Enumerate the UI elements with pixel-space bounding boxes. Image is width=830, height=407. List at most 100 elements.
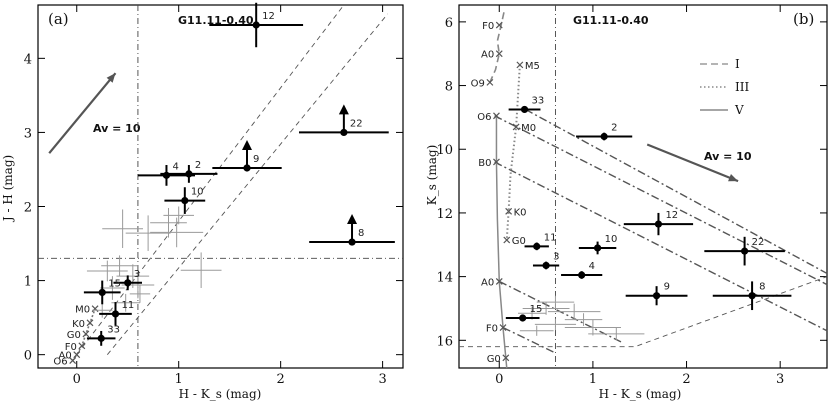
source-label-b-15: 15 bbox=[530, 304, 543, 315]
source-marker-b-33 bbox=[520, 105, 529, 114]
spectral-type-marker-b bbox=[499, 324, 507, 331]
y-tick-label-a: 3 bbox=[24, 126, 32, 141]
reddening-boundary-line-a-1 bbox=[106, 13, 389, 355]
y-tick-label-b: 6 bbox=[445, 16, 453, 31]
x-tick-label-a: 0 bbox=[73, 372, 81, 387]
source-label-b-22: 22 bbox=[752, 237, 765, 248]
source-marker-b-3 bbox=[542, 261, 550, 270]
legend-label-v: V bbox=[734, 103, 744, 117]
panel-a-ylabel: J - H (mag) bbox=[1, 155, 15, 223]
source-marker-b-11 bbox=[533, 242, 541, 250]
panel-a-frame bbox=[37, 4, 404, 369]
source-marker-a-3 bbox=[124, 279, 132, 287]
source-label-b-8: 8 bbox=[759, 282, 765, 293]
spectral-type-label-a: F0 bbox=[65, 342, 77, 353]
spectral-type-label-a: O6 bbox=[53, 357, 67, 368]
y-tick-label-b: 12 bbox=[436, 207, 453, 222]
spectral-type-label-a: G0 bbox=[67, 330, 81, 341]
spectral-type-marker-b bbox=[495, 21, 503, 29]
source-label-a-10: 10 bbox=[191, 187, 204, 198]
legend: I III V bbox=[700, 57, 749, 117]
spectral-type-label-b: M0 bbox=[521, 123, 536, 134]
spectral-type-marker-b bbox=[495, 277, 503, 285]
spectral-type-label-b: K0 bbox=[514, 207, 527, 218]
reddening-vector-b bbox=[646, 143, 739, 183]
spectral-type-marker-b bbox=[512, 123, 520, 131]
source-label-b-12: 12 bbox=[665, 210, 678, 221]
spectral-type-marker-b bbox=[503, 236, 511, 244]
source-label-b-2: 2 bbox=[611, 123, 617, 134]
source-marker-a-33 bbox=[97, 334, 105, 342]
spectral-type-label-a: M0 bbox=[75, 305, 90, 316]
spectral-type-marker-a bbox=[86, 319, 94, 327]
source-marker-a-2 bbox=[185, 170, 193, 178]
x-tick-label-a: 3 bbox=[378, 372, 386, 387]
y-tick-label-a: 0 bbox=[24, 349, 32, 364]
y-tick-label-b: 10 bbox=[436, 143, 453, 158]
reddening-track-m-giant bbox=[525, 108, 828, 275]
x-tick-label-b: 1 bbox=[589, 372, 597, 387]
source-marker-b-9 bbox=[652, 292, 661, 300]
reddening-boundary-line-a-0 bbox=[76, 4, 345, 355]
legend-label-i: I bbox=[735, 57, 740, 71]
panel-b-title: G11.11-0.40 bbox=[573, 14, 649, 27]
spectral-type-label-b: F0 bbox=[486, 324, 498, 335]
y-tick-label-a: 4 bbox=[24, 52, 32, 67]
source-label-a-8: 8 bbox=[358, 228, 364, 239]
spectral-type-marker-b bbox=[516, 61, 524, 69]
source-label-a-2: 2 bbox=[195, 160, 201, 171]
spectral-type-marker-a bbox=[78, 342, 86, 350]
panel-a-av-label: Av = 10 bbox=[93, 122, 141, 135]
source-marker-b-8 bbox=[748, 292, 756, 300]
panel-a-xlabel: H - K_s (mag) bbox=[179, 387, 262, 401]
giant-sequence-III bbox=[505, 64, 521, 241]
source-marker-a-12 bbox=[252, 21, 260, 29]
spectral-type-marker-b bbox=[505, 207, 513, 215]
source-marker-a-10 bbox=[181, 196, 189, 205]
source-marker-a-15 bbox=[98, 288, 106, 297]
reddening-track-o6 bbox=[494, 115, 828, 286]
panel-b-ylabel: K_s (mag) bbox=[425, 145, 439, 206]
y-tick-label-b: 8 bbox=[445, 80, 453, 95]
source-label-a-11: 11 bbox=[121, 300, 134, 311]
supergiant-sequence-I bbox=[489, 12, 505, 83]
panel-b-label: (b) bbox=[793, 10, 814, 28]
source-label-a-9: 9 bbox=[253, 154, 259, 165]
source-label-b-4: 4 bbox=[589, 261, 595, 272]
legend-label-iii: III bbox=[735, 80, 749, 94]
source-marker-a-11 bbox=[111, 310, 120, 318]
source-label-b-3: 3 bbox=[553, 251, 559, 262]
lower-limit-arrowhead-a-8 bbox=[347, 214, 358, 225]
panel-b-frame bbox=[458, 4, 828, 369]
panel-a-label: (a) bbox=[48, 10, 69, 28]
x-tick-label-b: 3 bbox=[776, 372, 784, 387]
source-marker-b-12 bbox=[654, 220, 663, 228]
spectral-type-marker-a bbox=[73, 351, 81, 359]
spectral-type-marker-b bbox=[486, 78, 494, 86]
reddening-vector-arrowhead-a bbox=[106, 73, 116, 83]
source-label-a-3: 3 bbox=[134, 269, 140, 280]
x-tick-label-b: 2 bbox=[682, 372, 690, 387]
spectral-type-label-b: O9 bbox=[471, 78, 485, 89]
source-label-a-15: 15 bbox=[108, 278, 121, 289]
spectral-type-marker-b bbox=[502, 354, 510, 362]
source-marker-b-10 bbox=[593, 244, 602, 252]
y-tick-label-a: 2 bbox=[24, 201, 32, 216]
source-marker-b-2 bbox=[600, 132, 608, 141]
x-tick-label-a: 2 bbox=[277, 372, 285, 387]
source-label-b-10: 10 bbox=[605, 234, 618, 245]
source-label-a-4: 4 bbox=[172, 161, 178, 172]
spectral-type-label-b: F0 bbox=[482, 21, 494, 32]
source-label-a-33: 33 bbox=[107, 324, 120, 335]
lower-limit-arrowhead-a-22 bbox=[338, 104, 349, 115]
x-tick-label-b: 0 bbox=[495, 372, 503, 387]
reddening-track-f0 bbox=[502, 326, 556, 354]
spectral-type-label-a: K0 bbox=[72, 319, 85, 330]
spectral-type-label-b: A0 bbox=[481, 277, 494, 288]
source-marker-a-4 bbox=[162, 171, 171, 179]
spectral-type-label-b: M5 bbox=[525, 61, 540, 72]
source-label-b-9: 9 bbox=[664, 282, 670, 293]
panel-b-xlabel: H - K_s (mag) bbox=[599, 387, 682, 401]
